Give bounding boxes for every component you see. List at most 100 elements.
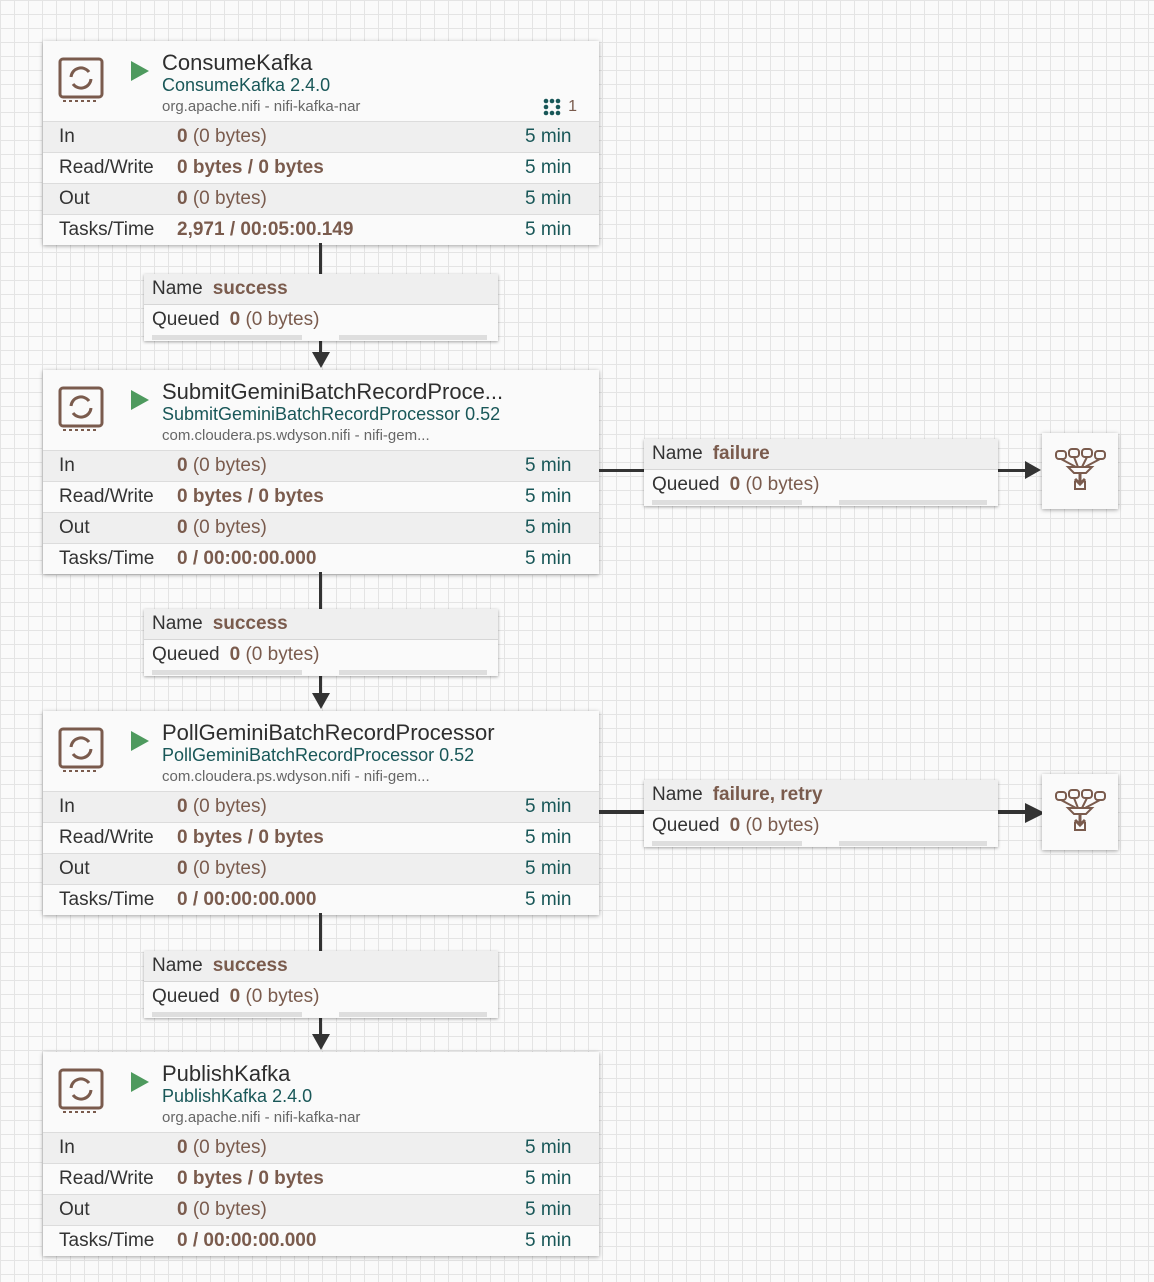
connection-failure[interactable]: Name failure Queued 0 (0 bytes) [644,439,998,506]
processor-publish-kafka[interactable]: PublishKafka PublishKafka 2.4.0 org.apac… [43,1052,599,1256]
processor-stats: In 0 (0 bytes) 5 min Read/Write 0 bytes … [43,450,599,574]
stat-value: 0 / 00:00:00.000 [177,548,317,569]
queue-bars [644,500,998,506]
connection-success-3[interactable]: Name success Queued 0 (0 bytes) [144,951,498,1018]
arrow-head-icon [1025,803,1045,823]
stat-window: 5 min [525,889,572,910]
stat-value: 0 (0 bytes) [177,1199,267,1220]
processor-consume-kafka[interactable]: ConsumeKafka ConsumeKafka 2.4.0 org.apac… [43,41,599,245]
stats-row-out: Out 0 (0 bytes) 5 min [43,183,599,214]
processor-name: SubmitGeminiBatchRecordProce... [162,379,504,404]
stat-value: 0 (0 bytes) [177,517,267,538]
stats-row-tasks-time: Tasks/Time 0 / 00:00:00.000 5 min [43,543,599,574]
stats-row-tasks-time: Tasks/Time 0 / 00:00:00.000 5 min [43,1225,599,1256]
stat-window: 5 min [525,219,572,240]
funnel-failure-retry[interactable] [1042,774,1118,850]
stat-window: 5 min [525,126,572,147]
stat-window: 5 min [525,548,572,569]
processor-type: SubmitGeminiBatchRecordProcessor 0.52 [162,404,501,424]
stat-window: 5 min [525,1230,572,1251]
running-icon [131,731,149,751]
stat-label: Tasks/Time [59,889,155,910]
connection-name-row: Name failure [644,439,998,470]
stat-value: 0 bytes / 0 bytes [177,1168,324,1189]
arrow-head-icon [312,693,330,709]
processor-bundle: org.apache.nifi - nifi-kafka-nar [162,98,361,115]
processor-name: PublishKafka [162,1061,291,1086]
stat-value: 0 (0 bytes) [177,1137,267,1158]
stat-label: Out [59,517,90,538]
queued-value: 0 (0 bytes) [729,474,820,495]
processor-name: PollGeminiBatchRecordProcessor [162,720,495,745]
connection-name: success [212,278,288,299]
processor-type: ConsumeKafka 2.4.0 [162,75,331,95]
arrow-head-icon [312,1034,330,1050]
stat-value: 0 (0 bytes) [177,126,267,147]
stats-row-in: In 0 (0 bytes) 5 min [43,121,599,152]
connection-failure-retry[interactable]: Name failure, retry Queued 0 (0 bytes) [644,780,998,847]
stat-label: Read/Write [59,157,154,178]
stat-window: 5 min [525,858,572,879]
processor-type: PublishKafka 2.4.0 [162,1086,313,1106]
stats-row-out: Out 0 (0 bytes) 5 min [43,1194,599,1225]
processor-submit-gemini[interactable]: SubmitGeminiBatchRecordProce... SubmitGe… [43,370,599,574]
processor-stats: In 0 (0 bytes) 5 min Read/Write 0 bytes … [43,121,599,245]
connection-name: failure [712,443,770,464]
processor-poll-gemini[interactable]: PollGeminiBatchRecordProcessor PollGemin… [43,711,599,915]
stat-window: 5 min [525,1199,572,1220]
funnel-icon [1055,789,1106,831]
queue-bars [644,841,998,847]
stat-label: In [59,455,75,476]
stats-row-read-write: Read/Write 0 bytes / 0 bytes 5 min [43,481,599,512]
funnel-failure[interactable] [1042,433,1118,509]
stat-label: Tasks/Time [59,219,155,240]
stat-label: Read/Write [59,1168,154,1189]
connection-name-row: Name success [144,951,498,982]
queued-value: 0 (0 bytes) [729,815,820,836]
queue-bars [144,1012,498,1018]
stat-window: 5 min [525,1168,572,1189]
active-thread-count: 1 [568,98,577,115]
processor-icon [57,55,105,103]
processor-icon [57,725,105,773]
running-icon [131,61,149,81]
connection-name-row: Name success [144,274,498,305]
queued-value: 0 (0 bytes) [229,644,320,665]
stat-window: 5 min [525,188,572,209]
processor-icon [57,384,105,432]
connection-queued-row: Queued 0 (0 bytes) [152,644,320,665]
connection-name: failure, retry [712,784,823,805]
processor-bundle: com.cloudera.ps.wdyson.nifi - nifi-gem..… [162,768,430,785]
running-icon [131,390,149,410]
stats-row-read-write: Read/Write 0 bytes / 0 bytes 5 min [43,1163,599,1194]
stat-window: 5 min [525,517,572,538]
processor-stats: In 0 (0 bytes) 5 min Read/Write 0 bytes … [43,791,599,915]
connection-queued-row: Queued 0 (0 bytes) [152,986,320,1007]
threads-icon [543,98,561,116]
stat-window: 5 min [525,796,572,817]
arrow-head-icon [1025,461,1041,479]
stats-row-out: Out 0 (0 bytes) 5 min [43,853,599,884]
queue-bars [144,335,498,341]
queue-bars [144,670,498,676]
stat-label: Out [59,188,90,209]
stat-value: 0 bytes / 0 bytes [177,486,324,507]
connection-success-1[interactable]: Name success Queued 0 (0 bytes) [144,274,498,341]
stats-row-in: In 0 (0 bytes) 5 min [43,450,599,481]
stat-label: Read/Write [59,486,154,507]
stat-value: 0 bytes / 0 bytes [177,827,324,848]
connection-name: success [212,613,288,634]
running-icon [131,1072,149,1092]
stat-window: 5 min [525,486,572,507]
processor-bundle: com.cloudera.ps.wdyson.nifi - nifi-gem..… [162,427,430,444]
connection-name-row: Name failure, retry [644,780,998,811]
connection-success-2[interactable]: Name success Queued 0 (0 bytes) [144,609,498,676]
stats-row-in: In 0 (0 bytes) 5 min [43,791,599,822]
stat-label: Tasks/Time [59,548,155,569]
stat-value: 0 / 00:00:00.000 [177,889,317,910]
arrow-head-icon [312,352,330,368]
connection-queued-row: Queued 0 (0 bytes) [652,815,820,836]
connection-name-row: Name success [144,609,498,640]
stat-label: Tasks/Time [59,1230,155,1251]
processor-icon [57,1066,105,1114]
